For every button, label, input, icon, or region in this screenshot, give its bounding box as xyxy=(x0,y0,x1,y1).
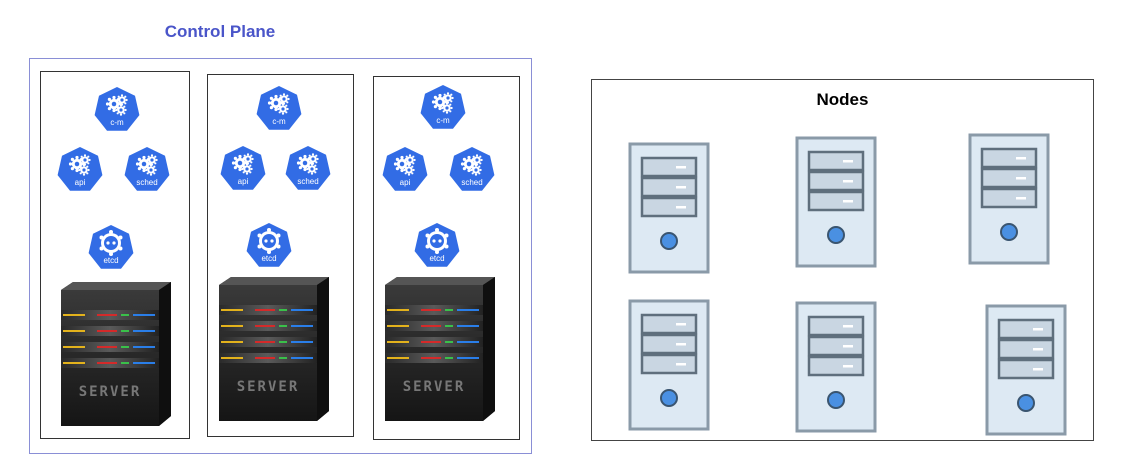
control-plane-column: c-m api sched etcd SERVER xyxy=(373,76,520,440)
nodes-container: Nodes xyxy=(591,79,1094,441)
k8s-api-icon: api xyxy=(217,143,269,200)
k8s-c-m-icon: c-m xyxy=(91,84,143,141)
server-label: SERVER xyxy=(403,379,466,395)
k8s-api-icon: api xyxy=(379,144,431,201)
control-plane-title: Control Plane xyxy=(164,22,276,41)
server-rack-icon: SERVER xyxy=(379,275,499,428)
server-label: SERVER xyxy=(237,379,300,395)
k8s-sched-icon: sched xyxy=(121,144,173,201)
control-plane-column: c-m api sched etcd SERVER xyxy=(207,74,354,437)
worker-node-icon xyxy=(968,133,1050,270)
component-label: etcd xyxy=(261,254,276,263)
k8s-api-icon: api xyxy=(54,144,106,201)
component-label: sched xyxy=(136,178,157,187)
k8s-etcd-icon: etcd xyxy=(243,220,295,277)
component-label: api xyxy=(238,177,249,186)
k8s-c-m-icon: c-m xyxy=(417,82,469,139)
k8s-sched-icon: sched xyxy=(282,143,334,200)
component-label: etcd xyxy=(103,256,118,265)
control-plane-container: c-m api sched etcd SERVER c-m api sched etcd S… xyxy=(29,58,532,454)
component-label: etcd xyxy=(429,254,444,263)
server-label: SERVER xyxy=(79,384,142,400)
component-label: c-m xyxy=(110,118,124,127)
k8s-etcd-icon: etcd xyxy=(85,222,137,279)
k8s-etcd-icon: etcd xyxy=(411,220,463,277)
worker-node-icon xyxy=(628,299,710,436)
k8s-c-m-icon: c-m xyxy=(253,83,305,140)
nodes-title: Nodes xyxy=(816,90,869,109)
component-label: c-m xyxy=(436,116,450,125)
worker-node-icon xyxy=(628,142,710,279)
component-label: sched xyxy=(297,177,318,186)
component-label: api xyxy=(75,178,86,187)
component-label: sched xyxy=(461,178,482,187)
worker-node-icon xyxy=(985,304,1067,441)
worker-node-icon xyxy=(795,301,877,438)
server-rack-icon: SERVER xyxy=(55,280,175,433)
component-label: c-m xyxy=(272,117,286,126)
k8s-sched-icon: sched xyxy=(446,144,498,201)
component-label: api xyxy=(400,178,411,187)
control-plane-column: c-m api sched etcd SERVER xyxy=(40,71,190,439)
worker-node-icon xyxy=(795,136,877,273)
server-rack-icon: SERVER xyxy=(213,275,333,428)
